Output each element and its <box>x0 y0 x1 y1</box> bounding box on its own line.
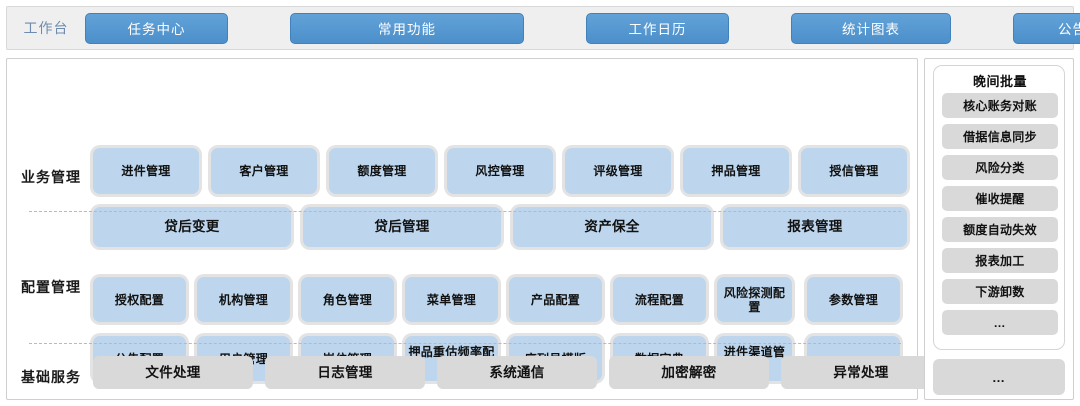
tile-file-processing[interactable]: 文件处理 <box>93 356 253 389</box>
top-tab-list: 任务中心 常用功能 工作日历 统计图表 公告信息 <box>85 7 1080 49</box>
tile-incoming-management[interactable]: 进件管理 <box>93 148 199 194</box>
section-label-basic-services: 基础服务 <box>21 369 81 385</box>
divider-business-config <box>29 211 901 212</box>
tab-work-calendar[interactable]: 工作日历 <box>586 12 729 44</box>
tile-process-config[interactable]: 流程配置 <box>613 277 706 322</box>
tile-customer-management[interactable]: 客户管理 <box>211 148 317 194</box>
tile-report-management[interactable]: 报表管理 <box>723 207 907 247</box>
tile-authorization-config[interactable]: 授权配置 <box>93 277 186 322</box>
section-label-business: 业务管理 <box>21 169 81 185</box>
batch-item-more[interactable]: … <box>942 310 1058 335</box>
modules-panel: 业务管理 进件管理 客户管理 额度管理 风控管理 评级管理 押品管理 授信管理 … <box>6 58 941 400</box>
tile-log-management[interactable]: 日志管理 <box>265 356 425 389</box>
top-navigation-bar: 工作台 任务中心 常用功能 工作日历 统计图表 公告信息 <box>6 6 1080 50</box>
tile-risk-detection-config[interactable]: 风险探测配置 <box>717 277 792 322</box>
divider-config-basic <box>29 343 901 344</box>
tile-collateral-management[interactable]: 押品管理 <box>683 148 789 194</box>
tab-common-functions[interactable]: 常用功能 <box>290 12 524 44</box>
tile-menu-management[interactable]: 菜单管理 <box>405 277 498 322</box>
batch-item-collection-reminder[interactable]: 催收提醒 <box>942 186 1058 211</box>
batch-item-iou-info-sync[interactable]: 借据信息同步 <box>942 124 1058 149</box>
batch-item-core-account-reconciliation[interactable]: 核心账务对账 <box>942 93 1058 118</box>
tile-asset-preservation[interactable]: 资产保全 <box>513 207 711 247</box>
tile-role-management[interactable]: 角色管理 <box>301 277 394 322</box>
tile-encryption-decryption[interactable]: 加密解密 <box>609 356 769 389</box>
tile-product-config[interactable]: 产品配置 <box>509 277 602 322</box>
tile-post-loan-management[interactable]: 贷后管理 <box>303 207 501 247</box>
tile-rating-management[interactable]: 评级管理 <box>565 148 671 194</box>
nightly-batch-title: 晚间批量 <box>972 74 1027 89</box>
tab-statistics-charts[interactable]: 统计图表 <box>791 12 951 44</box>
tile-credit-granting-management[interactable]: 授信管理 <box>801 148 907 194</box>
section-label-configuration: 配置管理 <box>21 279 81 295</box>
tab-task-center[interactable]: 任务中心 <box>85 12 228 44</box>
tile-exception-handling[interactable]: 异常处理 <box>781 356 941 389</box>
batch-item-risk-classification[interactable]: 风险分类 <box>942 155 1058 180</box>
tile-parameter-management[interactable]: 参数管理 <box>807 277 900 322</box>
tile-system-communication[interactable]: 系统通信 <box>437 356 597 389</box>
batch-item-credit-limit-auto-expiry[interactable]: 额度自动失效 <box>942 217 1058 242</box>
right-side-panel: 晚间批量 核心账务对账 借据信息同步 风险分类 催收提醒 额度自动失效 报表加工… <box>924 58 1074 400</box>
tab-announcements[interactable]: 公告信息 <box>1013 12 1080 44</box>
workbench-label: 工作台 <box>23 20 69 36</box>
nightly-batch-box: 晚间批量 核心账务对账 借据信息同步 风险分类 催收提醒 额度自动失效 报表加工… <box>933 65 1065 350</box>
tile-credit-limit-management[interactable]: 额度管理 <box>329 148 435 194</box>
batch-item-report-processing[interactable]: 报表加工 <box>942 248 1058 273</box>
tile-organization-management[interactable]: 机构管理 <box>197 277 290 322</box>
tile-risk-control-management[interactable]: 风控管理 <box>447 148 553 194</box>
right-panel-more-tile[interactable]: … <box>933 359 1065 395</box>
batch-item-downstream-data-unload[interactable]: 下游卸数 <box>942 279 1058 304</box>
tile-post-loan-change[interactable]: 贷后变更 <box>93 207 291 247</box>
